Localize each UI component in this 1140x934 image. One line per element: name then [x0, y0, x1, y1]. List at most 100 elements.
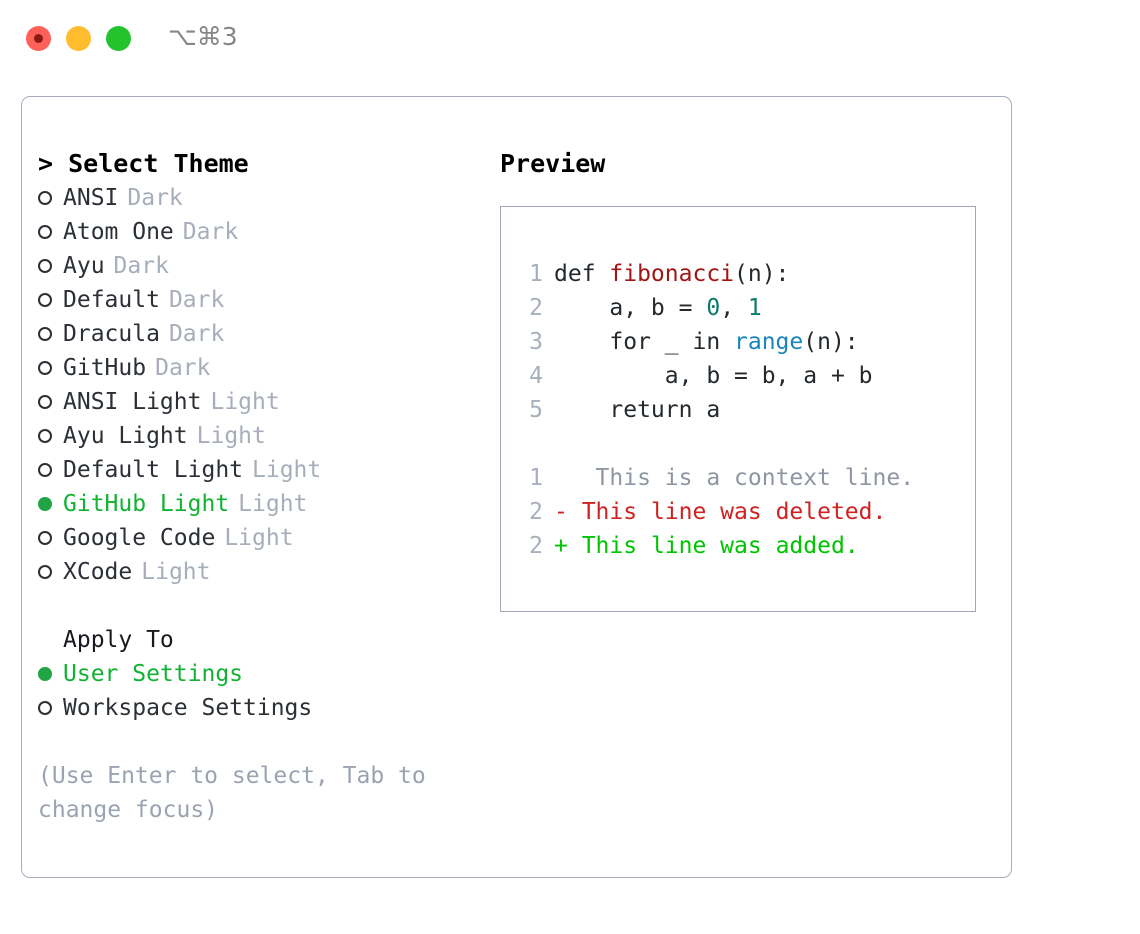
radio-unselected-icon — [38, 225, 52, 239]
radio-selected-icon — [38, 497, 52, 511]
theme-option-ayu-light[interactable]: Ayu Light Light — [38, 419, 478, 453]
theme-option-github[interactable]: GitHub Dark — [38, 351, 478, 385]
diff-line-number: 2 — [529, 499, 543, 525]
theme-option-variant-tag: Dark — [113, 253, 169, 279]
diff-line-text: + This line was added. — [543, 529, 859, 563]
theme-option-label: Dracula — [63, 321, 160, 347]
close-button[interactable] — [26, 26, 51, 51]
theme-option-label: ANSI — [63, 185, 119, 211]
theme-option-variant-tag: Light — [210, 389, 280, 415]
theme-option-label: GitHub Light — [63, 491, 230, 517]
minimize-button[interactable] — [66, 26, 91, 51]
code-token-plain: return a — [554, 397, 721, 423]
theme-option-github-light[interactable]: GitHub Light Light — [38, 487, 478, 521]
diff-line-add: 2+ This line was added. — [501, 529, 975, 563]
code-token-plain: def — [554, 261, 610, 287]
theme-option-ansi[interactable]: ANSI Dark — [38, 181, 478, 215]
code-token-plain: a, b = b, a + b — [554, 363, 873, 389]
apply-to-option-user-settings[interactable]: User Settings — [38, 657, 478, 691]
apply-to-option-workspace-settings[interactable]: Workspace Settings — [38, 691, 478, 725]
code-line-number: 2 — [529, 295, 543, 321]
theme-option-variant-tag: Dark — [155, 355, 211, 381]
theme-option-label: ANSI Light — [63, 389, 202, 415]
title-bar: ⌥⌘3 — [0, 0, 1140, 76]
diff-marker: - — [554, 499, 568, 525]
theme-option-ansi-light[interactable]: ANSI Light Light — [38, 385, 478, 419]
code-line-text: return a — [543, 393, 720, 427]
code-token-num: 0 — [706, 295, 721, 321]
code-token-plain: a, b = — [554, 295, 707, 321]
theme-option-google-code[interactable]: Google Code Light — [38, 521, 478, 555]
theme-option-label: XCode — [63, 559, 133, 585]
code-line: 2 a, b = 0, 1 — [501, 291, 975, 325]
diff-marker: + — [554, 533, 568, 559]
code-line-text: a, b = b, a + b — [543, 359, 873, 393]
radio-unselected-icon — [38, 531, 52, 545]
theme-option-label: GitHub — [63, 355, 147, 381]
theme-option-variant-tag: Light — [224, 525, 294, 551]
keyboard-hint-text: (Use Enter to select, Tab to change focu… — [38, 763, 440, 823]
diff-line-number: 1 — [529, 465, 543, 491]
theme-option-xcode[interactable]: XCode Light — [38, 555, 478, 589]
theme-option-label: Default Light — [63, 457, 244, 483]
code-line-text: a, b = 0, 1 — [543, 291, 762, 325]
theme-option-default-light[interactable]: Default Light Light — [38, 453, 478, 487]
theme-option-default[interactable]: Default Dark — [38, 283, 478, 317]
diff-content: This line was added. — [567, 533, 859, 559]
theme-option-variant-tag: Dark — [168, 287, 225, 313]
code-line: 3 for _ in range(n): — [501, 325, 975, 359]
code-diff-spacer — [501, 427, 975, 461]
code-token-plain: , — [720, 295, 748, 321]
code-token-plain: (n): — [734, 261, 790, 287]
code-token-fn: fibonacci — [609, 261, 735, 287]
diff-line-number: 2 — [529, 533, 543, 559]
code-token-call: range — [734, 329, 804, 355]
radio-unselected-icon — [38, 429, 52, 443]
radio-unselected-icon — [38, 463, 52, 477]
theme-option-variant-tag: Dark — [127, 185, 183, 211]
theme-option-label: Google Code — [63, 525, 216, 551]
diff-line-ctx: 1 This is a context line. — [501, 461, 975, 495]
zoom-button[interactable] — [106, 26, 131, 51]
theme-option-variant-tag: Light — [141, 559, 211, 585]
code-line-number: 5 — [529, 397, 543, 423]
radio-unselected-icon — [38, 191, 52, 205]
theme-option-variant-tag: Light — [238, 491, 308, 517]
theme-option-label: Atom One — [63, 219, 174, 245]
theme-option-atom-one[interactable]: Atom One Dark — [38, 215, 478, 249]
theme-option-variant-tag: Light — [196, 423, 266, 449]
theme-option-label: Ayu Light — [63, 423, 188, 449]
diff-line-text: - This line was deleted. — [543, 495, 886, 529]
code-line-text: def fibonacci(n): — [543, 257, 789, 291]
select-theme-heading: > Select Theme — [38, 149, 249, 178]
diff-line-text: This is a context line. — [543, 461, 915, 495]
code-token-num: 1 — [747, 295, 762, 321]
code-line-text: for _ in range(n): — [543, 325, 858, 359]
code-line: 4 a, b = b, a + b — [501, 359, 975, 393]
code-line: 5 return a — [501, 393, 975, 427]
radio-unselected-icon — [38, 259, 52, 273]
keyboard-shortcut-label: ⌥⌘3 — [168, 22, 238, 51]
theme-option-variant-tag: Light — [252, 457, 322, 483]
diff-content: This line was deleted. — [567, 499, 887, 525]
theme-option-variant-tag: Dark — [182, 219, 239, 245]
theme-option-label: Default — [63, 287, 160, 313]
apply-to-heading: Apply To — [63, 627, 174, 653]
radio-unselected-icon — [38, 327, 52, 341]
preview-heading: Preview — [500, 149, 606, 178]
diff-line-del: 2- This line was deleted. — [501, 495, 975, 529]
code-line-number: 1 — [529, 261, 543, 287]
code-token-plain: for _ in — [554, 329, 735, 355]
radio-unselected-icon — [38, 701, 52, 715]
code-line-number: 4 — [529, 363, 543, 389]
